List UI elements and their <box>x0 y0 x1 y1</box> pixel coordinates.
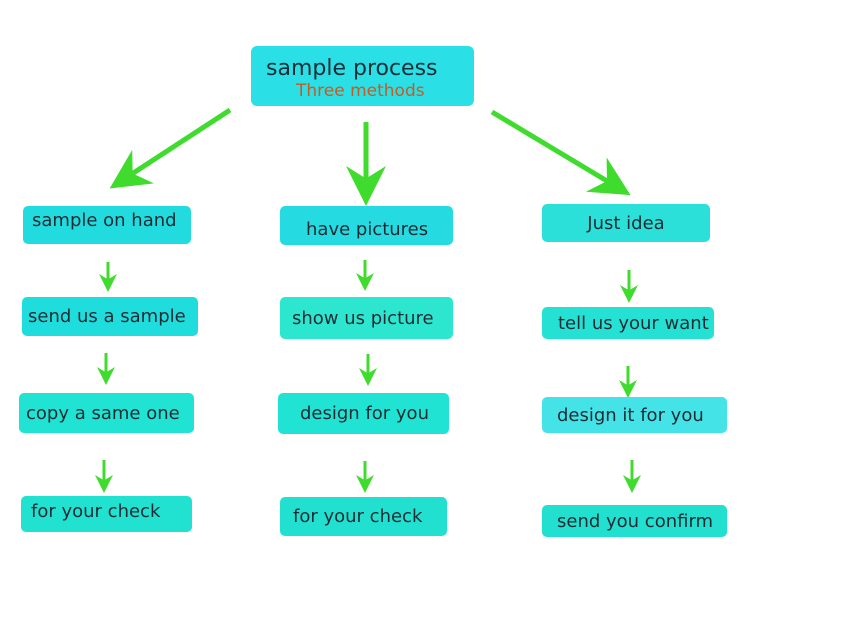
left-step-1: sample on hand <box>23 206 191 244</box>
left-step-1-label: sample on hand <box>32 210 177 231</box>
left-step-4-label: for your check <box>31 501 161 522</box>
middle-step-4-label: for your check <box>293 506 423 527</box>
left-step-3: copy a same one <box>19 393 194 433</box>
right-step-4-label: send you confirm <box>557 510 714 532</box>
right-step-1: Just idea <box>542 204 710 242</box>
middle-step-2-label: show us picture <box>292 307 434 329</box>
middle-step-4: for your check <box>280 497 447 536</box>
middle-step-3: design for you <box>278 393 449 434</box>
middle-step-2: show us picture <box>280 297 453 339</box>
left-step-2: send us a sample <box>22 297 198 336</box>
root-title: sample process <box>266 56 438 81</box>
root-node: sample process Three methods <box>251 46 474 106</box>
right-step-2-label: tell us your want <box>558 312 709 334</box>
left-step-4: for your check <box>21 496 192 532</box>
right-step-3-label: design it for you <box>557 404 704 426</box>
middle-step-3-label: design for you <box>300 403 429 424</box>
left-step-2-label: send us a sample <box>28 306 186 327</box>
middle-step-1: have pictures <box>280 206 453 245</box>
right-step-3: design it for you <box>542 397 727 433</box>
right-step-1-label: Just idea <box>587 212 665 234</box>
right-step-2: tell us your want <box>542 307 714 339</box>
root-to-left-arrow <box>109 107 232 189</box>
middle-step-1-label: have pictures <box>306 219 429 240</box>
right-step-4: send you confirm <box>542 505 727 537</box>
left-step-3-label: copy a same one <box>26 402 180 424</box>
root-subtitle: Three methods <box>296 81 425 101</box>
root-to-right-arrow <box>490 109 631 196</box>
